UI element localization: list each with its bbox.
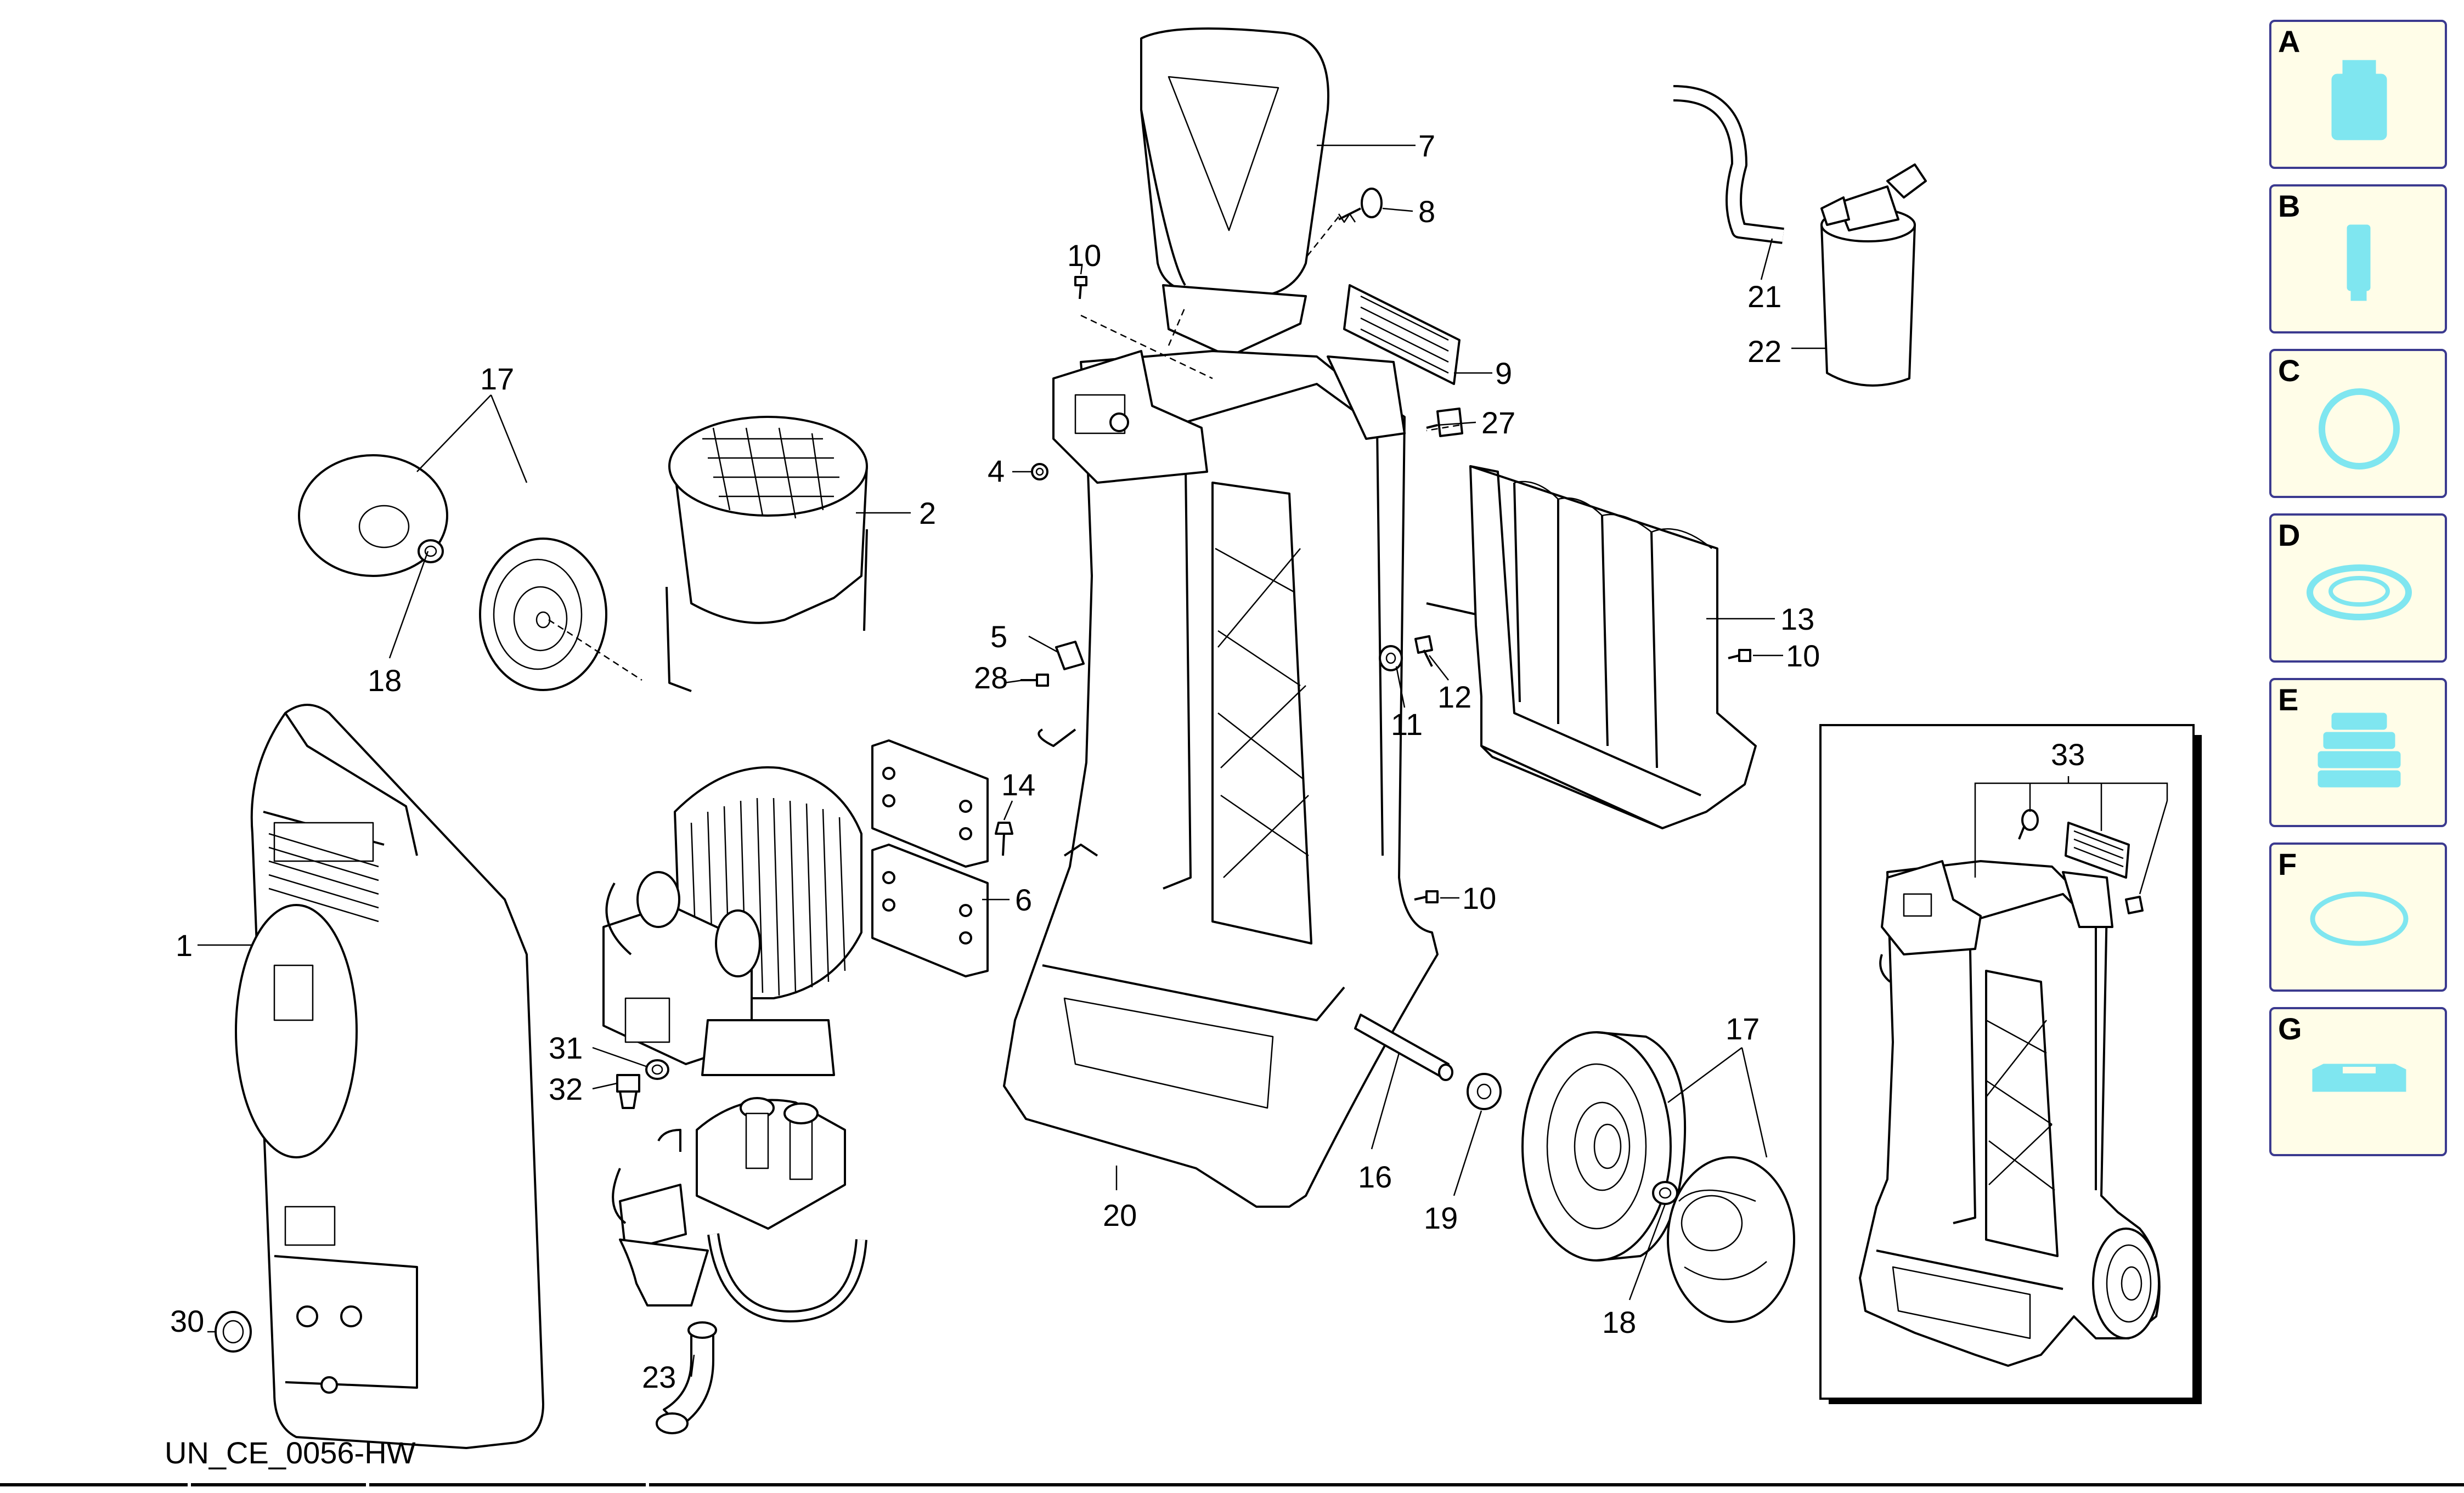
part-left-wheel[interactable] <box>298 454 607 691</box>
callout-10-rear[interactable]: 10 <box>1786 638 1820 673</box>
tab-a-letter: A <box>2278 24 2300 59</box>
callout-27[interactable]: 27 <box>1481 405 1515 440</box>
nozzle-icon <box>2331 60 2387 140</box>
callout-16[interactable]: 16 <box>1358 1160 1392 1194</box>
callout-32[interactable]: 32 <box>549 1072 583 1106</box>
tab-f[interactable]: F <box>2269 842 2447 992</box>
callout-33[interactable]: 33 <box>2051 737 2085 772</box>
diagram-code: UN_CE_0056-HW <box>165 1435 416 1470</box>
gasket-icon <box>2310 891 2409 946</box>
part-front-cover[interactable] <box>235 704 544 1449</box>
part-motor-pump-assembly[interactable] <box>602 766 862 1076</box>
callout-11[interactable]: 11 <box>1391 707 1423 742</box>
tab-d[interactable]: D <box>2269 513 2447 663</box>
callout-17-left[interactable]: 17 <box>480 361 514 396</box>
inset-leader <box>2139 800 2168 895</box>
callout-18-right[interactable]: 18 <box>1602 1305 1636 1339</box>
callout-17-right[interactable]: 17 <box>1726 1011 1760 1046</box>
part-screw-27[interactable] <box>1426 408 1463 437</box>
part-screw-10b[interactable] <box>1728 649 1751 662</box>
part-motor-cover[interactable] <box>666 416 868 692</box>
callout-30[interactable]: 30 <box>170 1304 204 1338</box>
part-inset-grille[interactable] <box>2065 822 2130 879</box>
part-washer[interactable] <box>645 1059 669 1080</box>
part-assembled-frame[interactable] <box>1859 860 2161 1367</box>
part-clip-5[interactable] <box>1055 641 1085 670</box>
part-screw-8[interactable] <box>1338 188 1383 223</box>
part-axle[interactable] <box>1354 1014 1453 1081</box>
tab-b-letter: B <box>2278 189 2300 223</box>
part-brackets[interactable] <box>871 739 989 977</box>
tab-g[interactable]: G <box>2269 1007 2447 1156</box>
callout-21[interactable]: 21 <box>1747 279 1781 314</box>
tab-e-letter: E <box>2278 682 2298 717</box>
flat-plate-icon <box>2312 1064 2406 1092</box>
part-screw-12[interactable] <box>1414 635 1433 667</box>
part-screw-14[interactable] <box>995 822 1013 856</box>
callout-labels: 1 2 4 5 6 7 8 9 10 10 10 10 11 12 13 14 … <box>170 128 2085 1394</box>
part-screw-28[interactable] <box>1020 674 1049 687</box>
part-grille[interactable] <box>1343 284 1461 385</box>
callout-7[interactable]: 7 <box>1418 128 1435 163</box>
callout-10-top[interactable]: 10 <box>1067 238 1101 273</box>
callout-31[interactable]: 31 <box>549 1031 583 1065</box>
tab-g-letter: G <box>2278 1011 2302 1046</box>
callout-20[interactable]: 20 <box>1103 1198 1137 1232</box>
callout-6[interactable]: 6 <box>1015 883 1032 917</box>
leader-lines <box>198 144 1827 1377</box>
assembly-dash-line <box>548 619 642 681</box>
part-washer-11[interactable] <box>1379 645 1403 671</box>
part-pump-head[interactable] <box>612 1097 867 1322</box>
callout-18-left[interactable]: 18 <box>368 663 402 698</box>
tab-a[interactable]: A <box>2269 20 2447 169</box>
callout-14[interactable]: 14 <box>1001 767 1035 802</box>
tab-e[interactable]: E <box>2269 678 2447 827</box>
part-nut-4[interactable] <box>1031 463 1048 480</box>
assembly-dash-line <box>1080 314 1213 380</box>
inset-leader <box>1974 782 2168 801</box>
callout-12[interactable]: 12 <box>1437 680 1471 714</box>
part-screw-10a[interactable] <box>1074 276 1087 299</box>
part-screw-10c[interactable] <box>1414 890 1439 903</box>
part-plug[interactable] <box>616 1074 640 1109</box>
part-rear-panel[interactable] <box>1426 465 1757 829</box>
callout-8[interactable]: 8 <box>1418 194 1435 229</box>
callout-23[interactable]: 23 <box>642 1360 676 1394</box>
assembly-dash-line <box>1305 216 1339 258</box>
part-detergent-hose[interactable] <box>1673 85 1784 244</box>
callout-4[interactable]: 4 <box>988 454 1005 488</box>
seal-icon <box>2307 564 2412 620</box>
part-axle-washer[interactable] <box>1467 1073 1502 1110</box>
callout-19[interactable]: 19 <box>1424 1201 1458 1235</box>
inset-assembled-view <box>1819 724 2202 1404</box>
callout-13[interactable]: 13 <box>1780 602 1814 636</box>
lance-icon <box>2347 224 2371 301</box>
part-right-wheel[interactable] <box>1521 1031 1795 1323</box>
callout-1[interactable]: 1 <box>176 928 193 963</box>
part-handle[interactable] <box>1140 27 1329 358</box>
stacked-seal-icon <box>2318 712 2401 788</box>
o-ring-icon <box>2319 388 2400 470</box>
callout-22[interactable]: 22 <box>1747 334 1781 369</box>
tab-b[interactable]: B <box>2269 184 2447 333</box>
tab-d-letter: D <box>2278 518 2300 552</box>
part-cap[interactable] <box>215 1311 252 1353</box>
callout-9[interactable]: 9 <box>1495 356 1512 391</box>
tab-c[interactable]: C <box>2269 349 2447 498</box>
callout-28[interactable]: 28 <box>974 660 1008 695</box>
sidebar-tabs: A B C D <box>2269 20 2447 1156</box>
callout-2[interactable]: 2 <box>919 496 936 530</box>
tab-f-letter: F <box>2278 847 2297 881</box>
part-main-frame[interactable] <box>1003 350 1439 1208</box>
part-inset-small-screw[interactable] <box>2125 896 2144 914</box>
callout-10-frame[interactable]: 10 <box>1462 881 1496 915</box>
part-detergent-bottle[interactable] <box>1820 163 1927 387</box>
assembly-dash-line <box>1426 424 1460 432</box>
assembly-dash-line <box>1168 307 1186 346</box>
callout-5[interactable]: 5 <box>990 619 1007 654</box>
tab-c-letter: C <box>2278 353 2300 388</box>
part-hose-elbow[interactable] <box>656 1321 717 1434</box>
